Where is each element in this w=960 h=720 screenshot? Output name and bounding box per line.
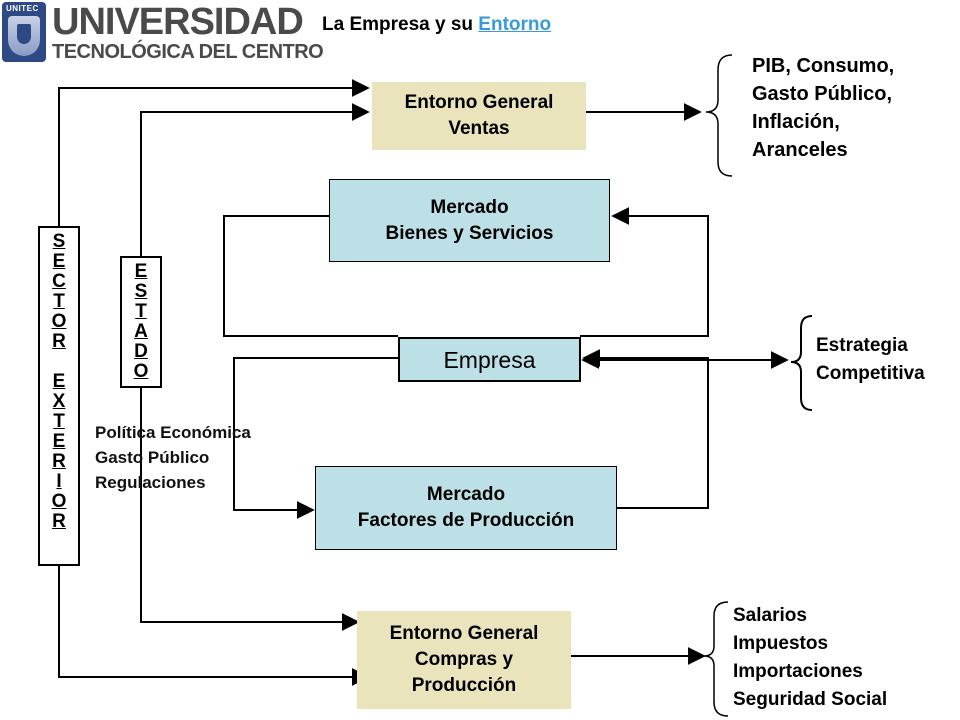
estrategia-list: Estrategia Competitiva	[816, 332, 925, 388]
vertical-letter: E	[52, 251, 66, 272]
box-line: Mercado	[426, 484, 506, 505]
list-item: Seguridad Social	[733, 689, 888, 710]
title-prefix: La Empresa y su	[322, 14, 479, 35]
vertical-letter: X	[52, 391, 66, 412]
brace-macro	[705, 54, 733, 177]
vertical-letter: R	[52, 331, 66, 352]
logo-text-line1: UNIVERSIDAD	[52, 1, 304, 43]
logo-text-line2: TECNOLÓGICA DEL CENTRO	[52, 41, 324, 63]
macro-variables-list: PIB, Consumo, Gasto Público, Inflación, …	[752, 52, 894, 164]
shield-shape	[8, 16, 40, 56]
vertical-letter: O	[51, 491, 67, 512]
vertical-letter: R	[52, 511, 66, 532]
box-line: Bienes y Servicios	[385, 222, 554, 244]
line-bienes-left-loop	[223, 215, 398, 337]
estado-policies-list: Política Económica Gasto Público Regulac…	[95, 420, 251, 495]
list-item: Estrategia	[816, 335, 908, 356]
vertical-letter: E	[52, 431, 66, 452]
box-line: Ventas	[448, 118, 510, 139]
arrow-exterior-to-compras	[58, 565, 370, 686]
entorno-general-compras-box: Entorno General Compras y Producción	[357, 611, 571, 709]
brace-estrategia	[790, 315, 813, 411]
vertical-letter: A	[134, 321, 148, 342]
list-item: Impuestos	[733, 633, 829, 654]
vertical-letter: R	[52, 451, 66, 472]
list-item: Aranceles	[752, 139, 848, 161]
entorno-link[interactable]: Entorno	[478, 14, 552, 35]
vertical-letter: T	[53, 291, 65, 312]
entorno-general-ventas-box: Entorno General Ventas	[372, 82, 586, 150]
vertical-letter: C	[52, 271, 66, 292]
vertical-letter: S	[134, 281, 148, 302]
list-item: Importaciones	[733, 661, 863, 682]
empresa-box: Empresa	[398, 337, 581, 382]
vertical-letter: I	[56, 471, 62, 492]
costos-list: Salarios Impuestos Importaciones Segurid…	[733, 602, 887, 714]
vertical-letter: S	[52, 231, 66, 252]
box-line: Entorno General	[389, 623, 539, 644]
list-item: Gasto Público,	[752, 83, 893, 105]
list-item: PIB, Consumo,	[752, 55, 895, 77]
box-line: Producción	[411, 675, 517, 696]
list-item: Gasto Público	[95, 448, 210, 467]
unitec-logo: UNITEC UNIVERSIDAD TECNOLÓGICA DEL CENTR…	[0, 0, 324, 70]
box-line: Entorno General	[404, 92, 554, 113]
vertical-letter: T	[53, 411, 65, 432]
vertical-letter: D	[134, 341, 148, 362]
vertical-letter: O	[133, 361, 149, 382]
vertical-letter: T	[135, 301, 147, 322]
unitec-shield-icon: UNITEC	[2, 2, 46, 62]
box-line: Mercado	[430, 196, 509, 218]
list-item: Salarios	[733, 605, 807, 626]
arrow-exterior-to-ventas	[58, 79, 370, 228]
brace-costos	[703, 601, 729, 717]
vertical-letter: E	[52, 371, 66, 392]
arrow-right-loop-to-bienes	[580, 207, 709, 337]
arrow-estado-to-ventas	[140, 103, 370, 258]
mercado-factores-box: Mercado Factores de Producción	[315, 466, 617, 550]
vertical-letter: O	[51, 311, 67, 332]
box-line: Compras y	[414, 649, 514, 670]
logo-tag: UNITEC	[6, 4, 39, 13]
arrow-left-loop-to-factores	[233, 357, 398, 519]
list-item: Regulaciones	[95, 473, 206, 492]
list-item: Competitiva	[816, 363, 925, 384]
list-item: Inflación,	[752, 111, 840, 133]
arrow-estado-to-compras	[140, 388, 360, 631]
vertical-letter: E	[134, 261, 148, 282]
slide-title: La Empresa y su Entorno	[322, 14, 551, 36]
arrow-factores-to-empresa	[582, 349, 709, 509]
list-item: Política Económica	[95, 423, 251, 442]
box-line: Factores de Producción	[357, 510, 575, 531]
mercado-bienes-box: Mercado Bienes y Servicios	[329, 179, 610, 262]
box-line: Empresa	[443, 346, 536, 373]
